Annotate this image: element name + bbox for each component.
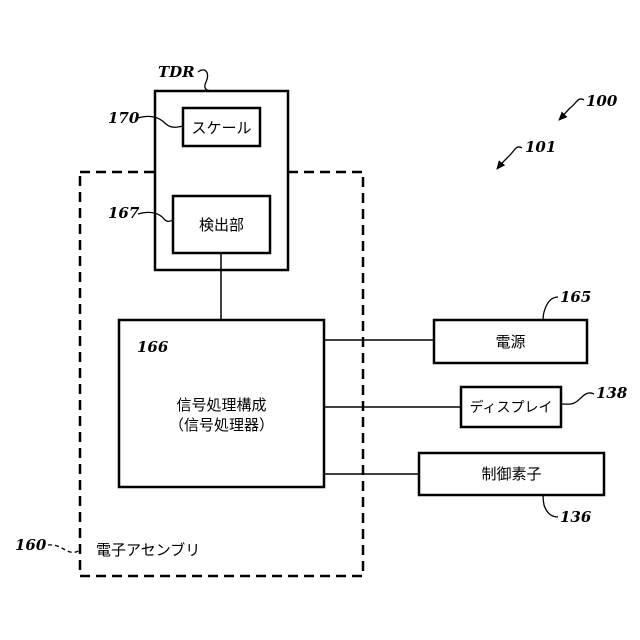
- scale-label: スケール: [191, 119, 251, 137]
- ref-subsystem: 101: [525, 138, 556, 156]
- leader-tdr: [198, 70, 210, 91]
- signal-processor-label-line2: （信号処理器）: [169, 416, 274, 434]
- ref-assembly: 160: [15, 536, 47, 554]
- leader-subsystem: [497, 147, 522, 169]
- control-label: 制御素子: [481, 465, 541, 483]
- leader-assembly: [48, 545, 80, 553]
- leader-power: [543, 297, 558, 320]
- assembly-label: 電子アセンブリ: [96, 541, 200, 559]
- ref-display: 138: [596, 384, 628, 402]
- display-label: ディスプレイ: [469, 399, 552, 416]
- signal-processor-label-line1: 信号処理構成: [176, 396, 266, 414]
- ref-system: 100: [586, 92, 618, 110]
- ref-tdr: TDR: [158, 63, 195, 81]
- ref-power: 165: [560, 288, 591, 306]
- ref-detector: 167: [108, 204, 140, 222]
- ref-scale: 170: [108, 109, 140, 127]
- leader-system: [559, 99, 584, 120]
- detector-label: 検出部: [199, 216, 244, 234]
- power-label: 電源: [495, 333, 525, 351]
- ref-control: 136: [560, 508, 592, 526]
- leader-control: [543, 495, 558, 517]
- leader-display: [561, 393, 594, 404]
- ref-processor: 166: [137, 338, 169, 356]
